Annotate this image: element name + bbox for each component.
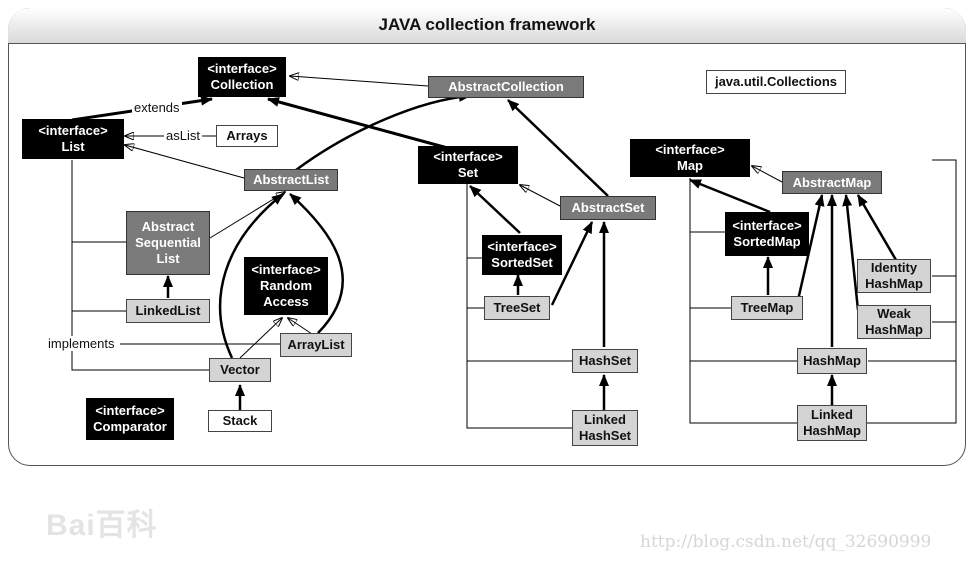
node-abstract-collection: AbstractCollection: [428, 76, 584, 98]
node-map-interface: <interface> Map: [630, 139, 750, 177]
node-tree-map: TreeMap: [731, 296, 803, 320]
set-impl-tree: [466, 184, 572, 429]
node-weak-hash-map: Weak HashMap: [857, 305, 931, 339]
diagram-title: JAVA collection framework: [8, 8, 966, 44]
aslist-label: asList: [164, 128, 202, 143]
edge-weakhashmap-abstractmap: [842, 194, 860, 311]
node-linked-hash-map: Linked HashMap: [797, 405, 867, 441]
node-java-util-collections: java.util.Collections: [706, 70, 846, 94]
edge-arraylist-randomaccess: [288, 318, 313, 335]
edge-abstractcollection-collection: [290, 76, 429, 87]
node-sorted-set-interface: <interface> SortedSet: [482, 235, 562, 275]
edge-arraylist-abstractlist: [289, 193, 344, 334]
node-abstract-list: AbstractList: [244, 169, 338, 191]
edge-abstractset-abstractcollection: [507, 99, 609, 197]
edge-abstractmap-map: [752, 166, 783, 183]
node-random-access-interface: <interface> Random Access: [244, 257, 328, 315]
node-hash-set: HashSet: [572, 349, 638, 373]
map-impl-tree: [689, 159, 957, 424]
list-impl-tree: [71, 160, 209, 371]
edge-abstractlist-abstractcollection: [295, 91, 471, 172]
node-array-list: ArrayList: [280, 333, 352, 357]
edge-treemap-abstractmap: [796, 194, 825, 301]
source-url-watermark: http://blog.csdn.net/qq_32690999: [640, 532, 932, 552]
node-comparator-interface: <interface> Comparator: [86, 398, 174, 440]
node-linked-list: LinkedList: [126, 299, 210, 323]
node-abstract-sequential-list: Abstract Sequential List: [126, 211, 210, 275]
node-identity-hash-map: Identity HashMap: [857, 259, 931, 293]
edge-identityhashmap-abstractmap: [856, 194, 898, 261]
node-collection-interface: <interface> Collection: [198, 57, 286, 97]
edge-abstractset-set: [520, 185, 561, 207]
node-stack: Stack: [208, 410, 272, 432]
baidu-watermark-logo: Bai百科: [46, 509, 158, 542]
edge-sortedset-set: [469, 185, 521, 234]
node-list-interface: <interface> List: [22, 119, 124, 159]
edge-sortedmap-map: [689, 178, 771, 214]
node-set-interface: <interface> Set: [418, 146, 518, 184]
node-hash-map: HashMap: [797, 348, 867, 374]
node-vector: Vector: [209, 358, 271, 382]
edge-vector-randomaccess: [239, 318, 282, 359]
extends-label: extends: [132, 100, 182, 115]
edge-set-collection: [267, 97, 456, 152]
node-arrays: Arrays: [216, 125, 278, 147]
node-sorted-map-interface: <interface> SortedMap: [725, 212, 809, 256]
node-abstract-map: AbstractMap: [782, 171, 882, 194]
node-tree-set: TreeSet: [484, 296, 550, 320]
implements-label: implements: [46, 336, 117, 351]
edge-abstractlist-list: [125, 145, 245, 179]
node-linked-hash-set: Linked HashSet: [572, 410, 638, 446]
edge-vector-abstractlist: [219, 193, 284, 359]
edge-treeset-abstractset: [550, 221, 594, 306]
node-abstract-set: AbstractSet: [560, 196, 656, 220]
